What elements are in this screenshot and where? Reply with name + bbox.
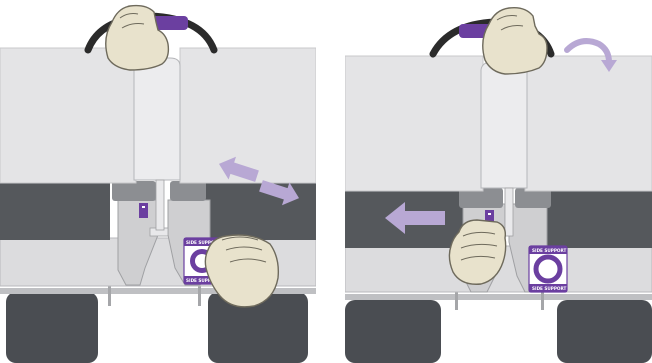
center-post [480, 61, 528, 189]
side-support-label-top: SIDE SUPPORT [186, 240, 221, 245]
center-rod [504, 187, 514, 237]
wheel-right [208, 292, 308, 363]
hand-icon [204, 234, 280, 308]
pin [198, 284, 201, 306]
handle-grip [152, 16, 188, 30]
pin [541, 290, 544, 310]
rotate-arrow-icon [564, 38, 617, 72]
side-support-label-top: SIDE SUPPORT [532, 248, 567, 253]
gray-pad-right [515, 188, 551, 208]
double-arrow-icon [218, 156, 300, 206]
cushion-right [524, 55, 652, 192]
center-post [133, 57, 181, 181]
right-illustration: SIDE SUPPORT SIDE SUPPORT [345, 6, 652, 363]
hand-icon [482, 6, 548, 75]
cushion-right [179, 47, 316, 184]
left-arrow-icon [385, 202, 445, 234]
pin [108, 284, 111, 306]
cushion-left [0, 47, 137, 184]
side-support-knob-icon [528, 245, 568, 293]
left-illustration: SIDE SUPPORT SIDE SUPPORT [0, 4, 316, 363]
latch-tab [139, 203, 148, 218]
wheel-left [6, 292, 98, 363]
hand-icon [105, 4, 170, 71]
latch-tab [485, 210, 494, 228]
cushion-left [345, 55, 484, 192]
gray-pad-right [170, 181, 206, 201]
pin [455, 290, 458, 310]
dark-cushion-right [545, 188, 652, 248]
base-rail [345, 294, 652, 300]
center-rod [155, 179, 165, 231]
step-panel-right: SIDE SUPPORT SIDE SUPPORT [345, 0, 652, 363]
step-panel-left: SIDE SUPPORT SIDE SUPPORT [0, 0, 316, 363]
wheel-right [557, 300, 652, 363]
gray-pad-left [459, 188, 503, 208]
side-support-label-bottom: SIDE SUPPORT [532, 286, 567, 291]
side-support-label-bottom: SIDE SUPPORT [186, 278, 221, 283]
wheel-left [345, 300, 441, 363]
gray-pad-left [112, 181, 156, 201]
base-rail [0, 288, 316, 294]
dark-cushion-left [0, 182, 110, 240]
